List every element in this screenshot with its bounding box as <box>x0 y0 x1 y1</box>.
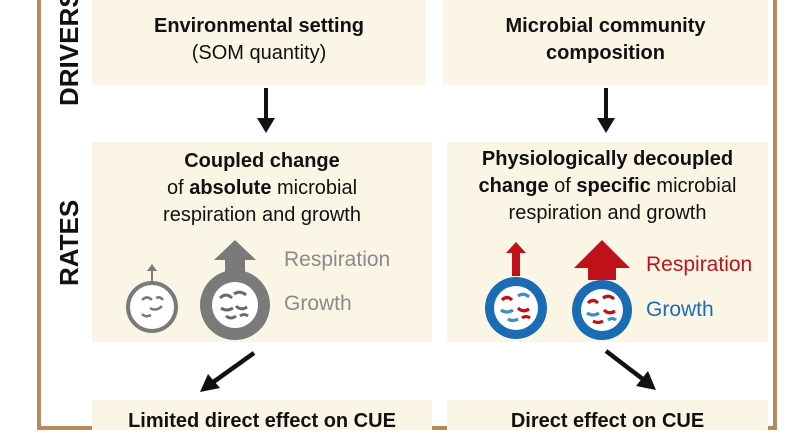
absolute-line: of absolute microbial <box>166 177 358 199</box>
limited-effect-text: Limited direct effect on CUE <box>128 410 396 432</box>
outcome-right-box: Direct effect on CUE <box>447 400 768 432</box>
diagonal-arrow-right-icon <box>604 349 656 390</box>
community-composition-title-1: Microbial community <box>505 15 706 37</box>
growth-label-left: Growth <box>284 292 352 315</box>
community-composition-title-2: composition <box>546 42 665 64</box>
environmental-setting-title: Environmental setting <box>153 15 365 37</box>
outcome-left-box: Limited direct effect on CUE <box>92 400 432 432</box>
drivers-right-box: Microbial community composition <box>443 0 768 85</box>
large-grey-microbe-icon <box>200 240 270 340</box>
respiration-label-left: Respiration <box>284 248 391 271</box>
rates-label: RATES <box>54 199 84 286</box>
respiration-growth-line-right: respiration and growth <box>508 202 707 224</box>
drivers-label: DRIVERS <box>54 0 84 106</box>
respiration-label-right: Respiration <box>646 253 753 276</box>
down-arrow-right-icon <box>597 88 615 133</box>
decoupled-title: Physiologically decoupled <box>481 148 734 170</box>
som-quantity-text: (SOM quantity) <box>191 42 327 64</box>
blue-microbe-large-arrow-icon <box>572 240 632 340</box>
drivers-left-box: Environmental setting (SOM quantity) <box>92 0 426 85</box>
specific-line: change of specific microbial <box>478 175 737 197</box>
blue-microbe-small-arrow-icon <box>485 242 547 339</box>
down-arrow-left-icon <box>257 88 275 133</box>
respiration-growth-line: respiration and growth <box>163 204 361 226</box>
growth-label-right: Growth <box>646 298 714 321</box>
coupled-change-title: Coupled change <box>184 150 340 172</box>
small-grey-microbe-icon <box>126 264 178 333</box>
diagonal-arrow-left-icon <box>200 351 256 392</box>
direct-effect-text: Direct effect on CUE <box>510 410 705 432</box>
